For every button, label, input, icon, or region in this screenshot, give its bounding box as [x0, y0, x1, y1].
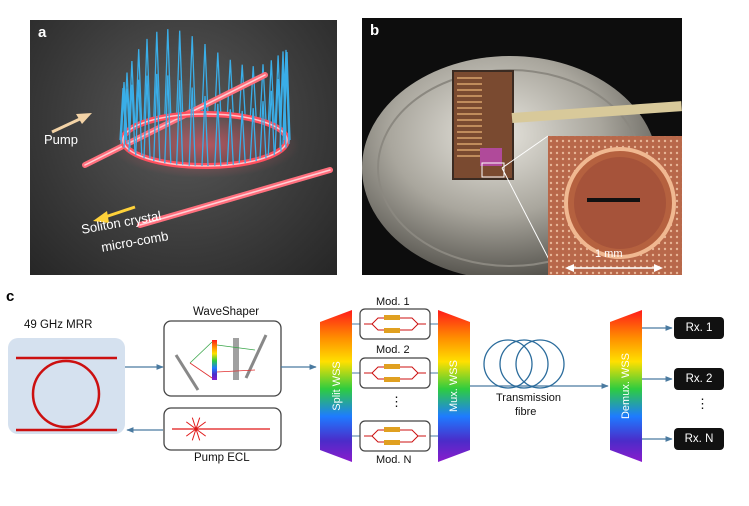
mux-wss — [438, 310, 470, 462]
photonic-chip — [452, 70, 514, 180]
modulator-box — [359, 357, 431, 389]
mod-2-label: Mod. 2 — [376, 344, 410, 356]
burst-ray — [195, 428, 206, 437]
electrode-bottom — [384, 440, 400, 445]
comb-line — [214, 52, 222, 115]
fibre-label-line2: fibre — [515, 406, 537, 418]
mux-wss-label: Mux. WSS — [448, 360, 460, 412]
panel-a-microcomb-illustration: a Pump Soliton crystal micro-comb — [30, 20, 337, 275]
comb-line — [119, 87, 127, 141]
comb-line — [201, 95, 209, 167]
comb-line — [267, 90, 275, 156]
comb-line — [128, 60, 136, 129]
comb-line — [282, 57, 290, 145]
comb-line — [249, 108, 257, 162]
split-wss-label: Split WSS — [331, 361, 343, 411]
comb-line — [238, 110, 246, 164]
comb-line — [135, 79, 143, 156]
receiver-n: Rx. N — [674, 428, 724, 450]
zoom-line-top — [501, 135, 549, 169]
fibre-spool — [483, 339, 565, 389]
electrode-bottom — [384, 377, 400, 382]
electrode-top — [384, 427, 400, 432]
comb-line — [120, 90, 128, 145]
comb-line — [249, 66, 257, 120]
comb-line — [267, 60, 275, 125]
comb-line — [274, 78, 282, 152]
inset-micrograph — [548, 136, 682, 275]
fibre-label-line1: Transmission — [496, 392, 561, 404]
mod-n-label: Mod. N — [376, 454, 412, 466]
pump-ecl-label: Pump ECL — [194, 452, 250, 464]
comb-line — [188, 36, 196, 115]
mrr-label: 49 GHz MRR — [24, 319, 93, 331]
mod-1-label: Mod. 1 — [376, 296, 410, 308]
comb-line — [214, 103, 222, 166]
comb-line — [259, 101, 267, 159]
comb-line — [153, 31, 161, 120]
burst-ray — [191, 417, 197, 430]
demux-wss-label: Demux. WSS — [620, 353, 632, 420]
waveshaper-box — [163, 320, 282, 397]
output-waveguide — [137, 167, 333, 228]
burst-ray — [195, 421, 206, 430]
burst-ray — [186, 428, 197, 437]
modulator-array — [352, 308, 438, 452]
comb-line — [226, 59, 234, 116]
mrr-ring — [31, 359, 101, 429]
electrode-top — [384, 315, 400, 320]
microcomb-render — [51, 29, 333, 228]
modulator-box — [359, 308, 431, 340]
panel-label-b: b — [370, 22, 380, 39]
comb-line — [176, 80, 184, 165]
scale-label: 1 mm — [595, 248, 623, 260]
comb-line — [164, 75, 172, 164]
scale-bar — [565, 264, 663, 272]
burst-ray — [191, 428, 197, 441]
chip-photo — [362, 56, 682, 275]
panel-label-c: c — [6, 288, 15, 305]
electrode-top — [384, 364, 400, 369]
comb-line — [279, 67, 287, 149]
comb-line — [176, 30, 184, 116]
comb-line — [143, 38, 151, 122]
comb-line — [226, 109, 234, 165]
comb-line — [188, 87, 196, 166]
comb-line — [153, 73, 161, 162]
burst-ray — [195, 428, 201, 441]
comb-line — [238, 64, 246, 117]
rx-ellipsis: ⋮ — [696, 396, 709, 411]
fibre-array — [511, 101, 682, 123]
waveshaper-optics — [174, 334, 268, 391]
comb-line — [135, 49, 143, 125]
comb-line — [128, 84, 136, 152]
comb-line — [259, 64, 267, 122]
microring-highlight — [122, 113, 288, 167]
comb-line — [201, 43, 209, 115]
receiver-1: Rx. 1 — [674, 317, 724, 339]
burst-ray — [186, 421, 197, 430]
comb-output-arrow — [93, 205, 136, 223]
laser-burst-icon — [172, 417, 270, 441]
zoom-line-bottom — [501, 167, 558, 275]
comb-lines-front — [119, 51, 291, 167]
split-wss — [320, 310, 352, 462]
panel-label-a: a — [38, 24, 47, 41]
pump-label: Pump — [44, 132, 78, 147]
modulator-box — [359, 420, 431, 452]
mod-ellipsis: ⋮ — [390, 394, 403, 409]
demux-wss — [610, 310, 642, 462]
panel-b-chip-photo: b 1 mm — [362, 18, 682, 275]
comb-line — [164, 29, 172, 117]
comb-line — [274, 55, 282, 129]
burst-ray — [195, 417, 201, 430]
electrode-bottom — [384, 328, 400, 333]
mrr-box — [8, 338, 125, 434]
comb-line — [143, 75, 151, 159]
zoom-box — [481, 162, 505, 178]
waveshaper-label: WaveShaper — [193, 306, 260, 318]
pump-arrow — [51, 113, 92, 134]
receiver-2: Rx. 2 — [674, 368, 724, 390]
